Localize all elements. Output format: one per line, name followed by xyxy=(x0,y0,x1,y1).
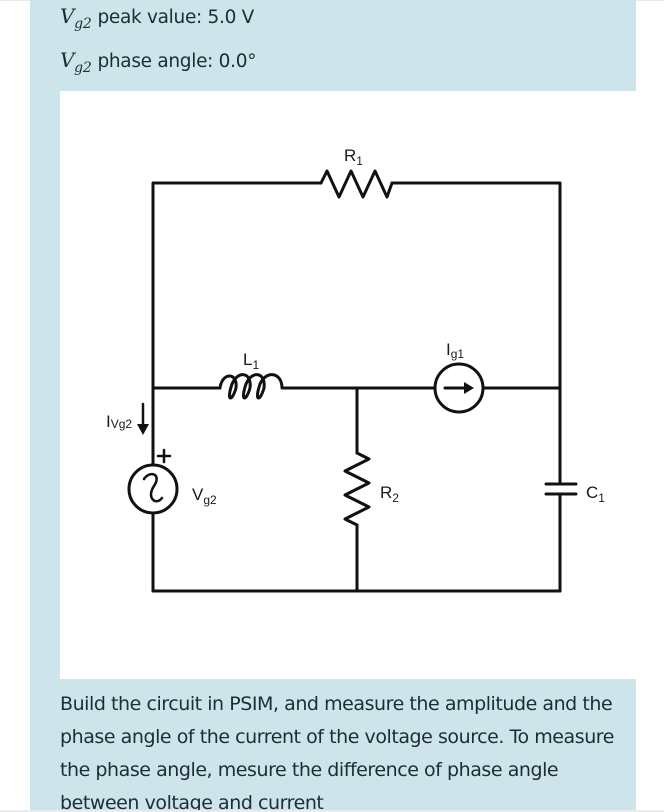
top-right-wire xyxy=(390,181,562,593)
ig1-arrow-head xyxy=(464,382,474,394)
param-subscript: g2 xyxy=(74,60,92,76)
ig1-label: Ig1 xyxy=(446,340,464,361)
param-text: peak value: 5.0 V xyxy=(97,7,254,28)
c1-label: C1 xyxy=(586,483,605,505)
vg2-peak-value: Vg2 peak value: 5.0 V xyxy=(60,4,254,32)
r2-label: R2 xyxy=(380,483,399,505)
param-text: phase angle: 0.0° xyxy=(97,51,257,72)
r1-label: R1 xyxy=(344,146,363,168)
param-symbol: V xyxy=(60,48,75,72)
vg2-label: Vg2 xyxy=(192,485,217,507)
plus-icon xyxy=(156,448,172,464)
param-subscript: g2 xyxy=(74,16,92,32)
r1-resistor-symbol xyxy=(319,169,394,199)
top-wire xyxy=(151,181,323,593)
l1-label: L1 xyxy=(243,350,259,372)
instruction-text: Build the circuit in PSIM, and measure t… xyxy=(60,693,614,810)
circuit-svg: R1 L1 Ig1 R2 C1 Vg2 IVg2 xyxy=(106,146,605,593)
question-panel: Vg2 peak value: 5.0 V Vg2 phase angle: 0.0… xyxy=(30,0,636,810)
ivg2-arrow-head xyxy=(137,424,149,435)
circuit-diagram: R1 L1 Ig1 R2 C1 Vg2 IVg2 xyxy=(60,91,636,679)
bottom-border xyxy=(0,810,664,812)
r2-resistor-symbol xyxy=(343,451,371,527)
ac-sine-icon xyxy=(142,472,164,503)
param-symbol: V xyxy=(60,4,75,28)
ivg2-label: IVg2 xyxy=(106,412,132,431)
l1-inductor-symbol xyxy=(218,373,292,400)
vg2-phase-angle: Vg2 phase angle: 0.0° xyxy=(60,48,257,76)
